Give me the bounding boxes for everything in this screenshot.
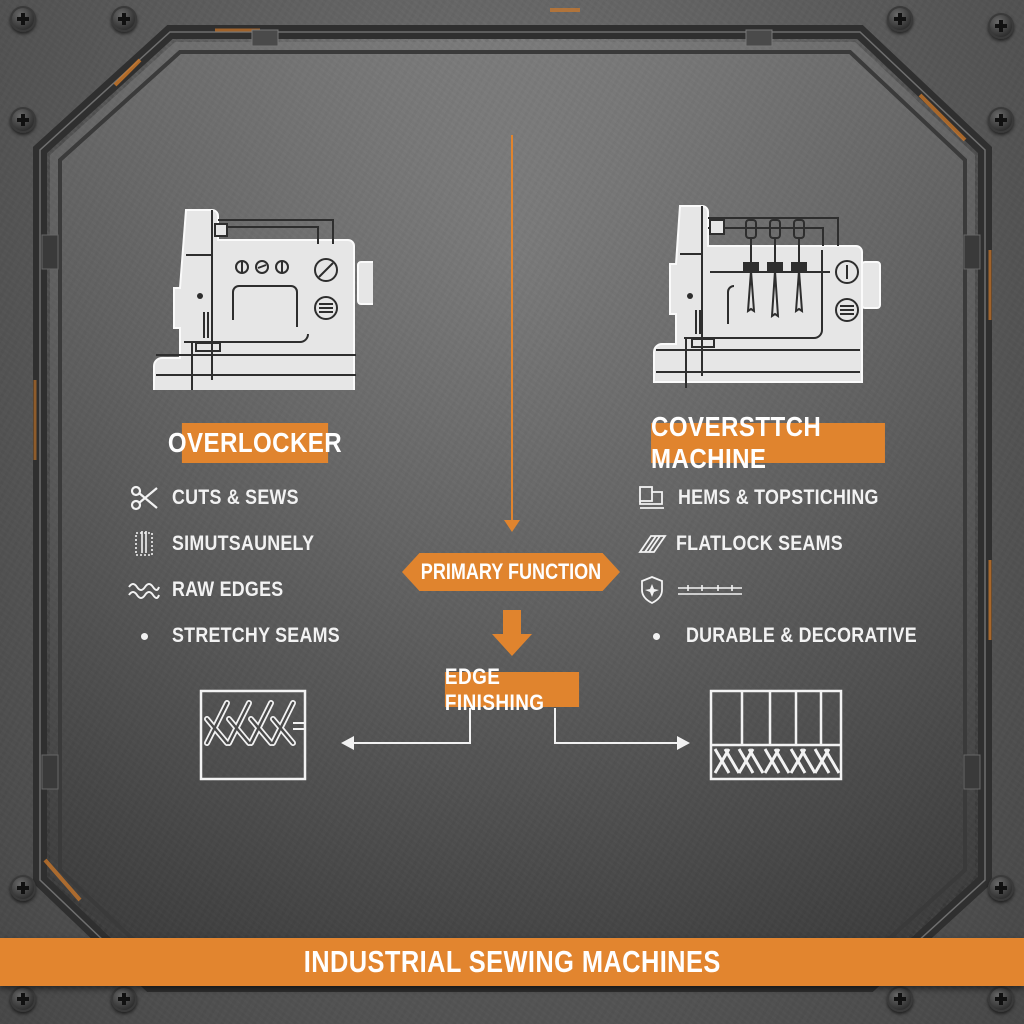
feature-item: FLATLOCK SEAMS: [636, 528, 872, 560]
coverstitch-machine-icon: [653, 205, 881, 388]
screw-icon: [10, 6, 36, 32]
screw-icon: [10, 107, 36, 133]
needle-icon: [128, 528, 160, 560]
screw-icon: [988, 107, 1014, 133]
flatlock-icon: [636, 528, 668, 560]
scissors-icon: [128, 482, 160, 514]
shield-icon: [636, 574, 668, 606]
bullet-dot: [640, 620, 672, 652]
bullet-dot: [128, 620, 160, 652]
screw-icon: [887, 6, 913, 32]
feature-item: [636, 574, 744, 606]
screw-icon: [111, 6, 137, 32]
wave-icon: [128, 574, 160, 606]
feature-item: SIMUTSAUNELY: [128, 528, 339, 560]
screw-icon: [111, 986, 137, 1012]
screw-icon: [988, 986, 1014, 1012]
hem-fold-icon: [636, 482, 668, 514]
primary-function-label: PRIMARY FUNCTION: [402, 553, 620, 591]
stitch-line-icon: [676, 582, 744, 598]
feature-item: RAW EDGES: [128, 574, 303, 606]
title-banner: INDUSTRIAL SEWING MACHINES: [0, 938, 1024, 986]
overlock-stitch-diagram: [199, 689, 307, 781]
feature-item: STRETCHY SEAMS: [128, 620, 370, 652]
screw-icon: [10, 986, 36, 1012]
feature-item: HEMS & TOPSTICHING: [636, 482, 914, 514]
screw-icon: [988, 13, 1014, 39]
feature-item: DURABLE & DECORATIVE: [640, 620, 958, 652]
feature-item: CUTS & SEWS: [128, 482, 321, 514]
overlocker-title: OVERLOCKER: [168, 423, 342, 463]
screw-icon: [988, 875, 1014, 901]
sewing-machine-icon: [153, 209, 373, 390]
coverstitch-diagram: [709, 689, 843, 781]
screw-icon: [10, 875, 36, 901]
page-title: INDUSTRIAL SEWING MACHINES: [303, 944, 721, 979]
edge-finishing-label: EDGE FINISHING: [444, 664, 580, 715]
screw-icon: [887, 986, 913, 1012]
